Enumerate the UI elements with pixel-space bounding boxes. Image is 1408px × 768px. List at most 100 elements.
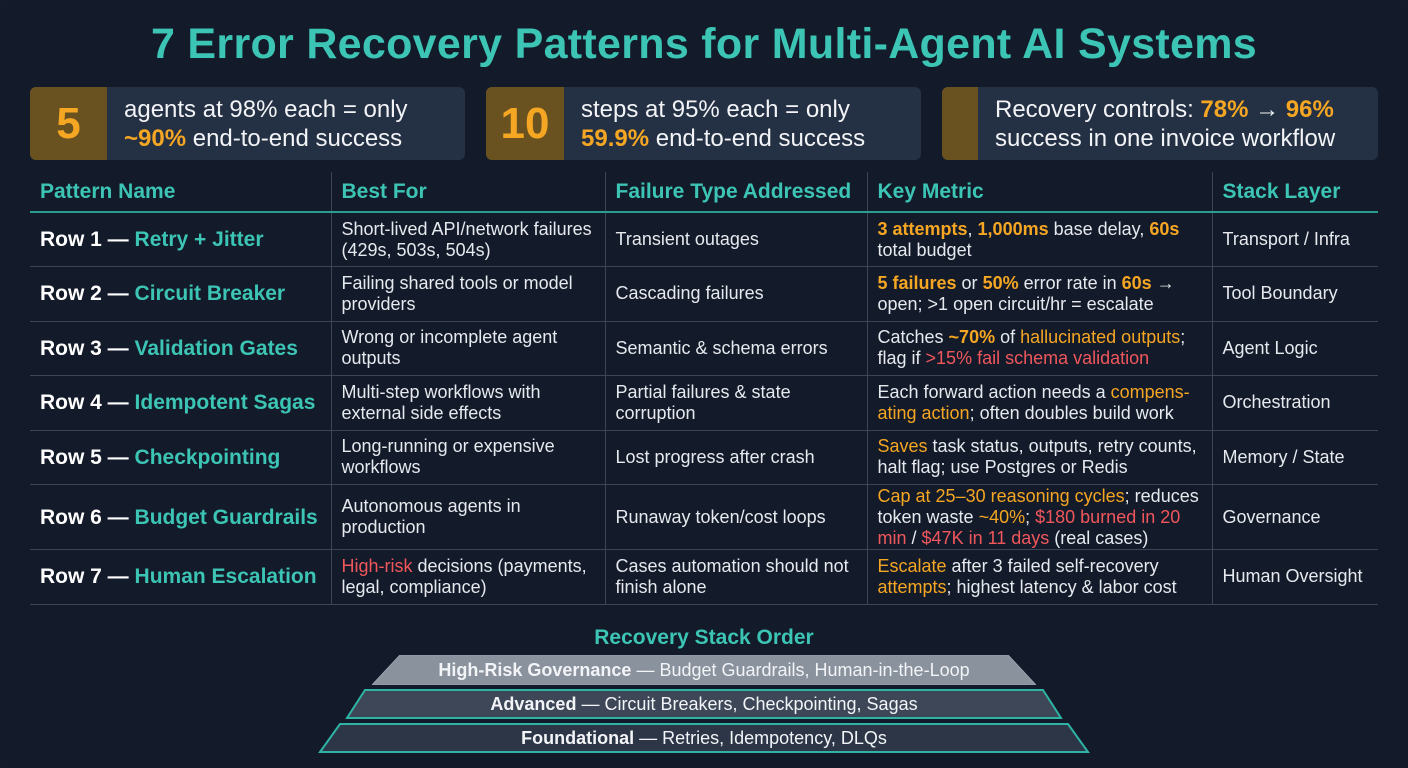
metric-segment: base delay, bbox=[1048, 218, 1150, 239]
best-for-text: Multi-step workflows with external side … bbox=[341, 381, 541, 423]
table-row: Row 5 — Checkpointing Long-running or exp… bbox=[30, 430, 1378, 485]
stack-layer-text: Governance bbox=[1222, 506, 1321, 527]
metric-segment: ; reduces token waste bbox=[877, 485, 1199, 527]
tier-name: Advanced bbox=[490, 693, 577, 714]
stack-layer-cell: Tool Boundary bbox=[1211, 266, 1378, 322]
key-metric-cell: Saves task status, outputs, retry counts… bbox=[866, 430, 1212, 485]
stat-text: steps at 95% each = only 59.9% end-to-en… bbox=[564, 95, 865, 153]
metric-segment: of bbox=[995, 327, 1021, 348]
stack-layer-cell: Transport / Infra bbox=[1211, 212, 1378, 267]
pattern-name: Circuit Breaker bbox=[134, 282, 286, 306]
stat-line-1: steps at 95% each = only bbox=[581, 95, 850, 123]
tier-detail: — Retries, Idempotency, DLQs bbox=[634, 727, 887, 748]
metric-segment: 25–30 reasoning cycles bbox=[935, 485, 1125, 506]
stack-tier-foundational: Foundational — Retries, Idempotency, DLQ… bbox=[318, 723, 1090, 753]
metric-segment: 1,000ms bbox=[977, 218, 1049, 239]
stat-highlight: 59.9% bbox=[581, 124, 650, 152]
pattern-name-cell: Row 7 — Human Escalation bbox=[30, 549, 331, 605]
metric-segment: $180 burned in 20 min bbox=[877, 506, 1181, 548]
stat-highlight: ~90% bbox=[124, 124, 187, 152]
page-title: 7 Error Recovery Patterns for Multi-Agen… bbox=[150, 20, 1258, 68]
metric-segment: 3 attempts bbox=[877, 218, 968, 239]
failure-type-cell: Semantic & schema errors bbox=[604, 321, 867, 376]
best-for-cell: High-risk decisions (payments, legal, co… bbox=[330, 549, 605, 605]
metric-segment: Escalate bbox=[877, 555, 947, 576]
stat-highlight-after: 96% bbox=[1285, 95, 1334, 123]
row-number: Row 3 — bbox=[40, 336, 129, 360]
best-for-cell: Long-running or expensive workflows bbox=[330, 430, 605, 485]
stat-line-1: Recovery controls: 78% → 96% bbox=[995, 95, 1335, 124]
best-for-cell: Wrong or incomplete agent outputs bbox=[330, 321, 605, 376]
failure-type-text: Semantic & schema errors bbox=[615, 337, 828, 358]
stack-tier-label: High-Risk Governance — Budget Guardrails… bbox=[438, 660, 969, 681]
stat-number: 10 bbox=[486, 87, 564, 160]
metric-segment: ; often doubles build work bbox=[969, 402, 1174, 423]
metric-segment: Cap at bbox=[877, 485, 936, 506]
failure-type-text: Cases automation should not finish alone bbox=[615, 555, 849, 597]
pattern-name-cell: Row 6 — Budget Guardrails bbox=[30, 484, 331, 550]
stat-text: Recovery controls: 78% → 96% success in … bbox=[978, 95, 1335, 153]
metric-segment: / bbox=[906, 527, 922, 548]
failure-type-cell: Cases automation should not finish alone bbox=[604, 549, 867, 605]
metric-segment: Each forward action needs a bbox=[877, 381, 1111, 402]
metric-segment: compens-ating action bbox=[877, 381, 1190, 423]
stat-card-recovery: Recovery controls: 78% → 96% success in … bbox=[942, 87, 1378, 160]
best-for-cell: Autonomous agents in production bbox=[330, 484, 605, 550]
tier-detail: — Circuit Breakers, Checkpointing, Sagas bbox=[576, 693, 918, 714]
pattern-name: Idempotent Sagas bbox=[134, 391, 316, 415]
key-metric-cell: Catches ~70% of hallucinated outputs; fl… bbox=[866, 321, 1212, 376]
stack-tier-label: Foundational — Retries, Idempotency, DLQ… bbox=[521, 728, 887, 749]
row-number: Row 1 — bbox=[40, 228, 129, 251]
stat-line-2: success in one invoice workflow bbox=[995, 124, 1336, 152]
stack-title: Recovery Stack Order bbox=[594, 626, 814, 649]
pattern-name-cell: Row 1 — Retry + Jitter bbox=[30, 212, 331, 267]
stack-layer-text: Agent Logic bbox=[1222, 337, 1318, 358]
pattern-name: Retry + Jitter bbox=[134, 228, 264, 251]
metric-segment: ; flag if bbox=[877, 327, 1186, 369]
metric-segment: >15% fail schema validation bbox=[925, 348, 1150, 369]
metric-segment: after 3 failed self-recovery bbox=[946, 555, 1159, 576]
metric-segment: total budget bbox=[877, 239, 972, 260]
stat-card-steps: 10 steps at 95% each = only 59.9% end-to… bbox=[486, 87, 921, 160]
stack-layer-text: Tool Boundary bbox=[1222, 283, 1338, 304]
stat-line-2: ~90% end-to-end success bbox=[124, 124, 408, 153]
metric-segment: (real cases) bbox=[1049, 527, 1149, 548]
failure-type-cell: Transient outages bbox=[604, 212, 867, 267]
failure-type-cell: Lost progress after crash bbox=[604, 430, 867, 485]
column-header: Key Metric bbox=[866, 172, 1212, 213]
best-for-text: Wrong or incomplete agent outputs bbox=[341, 327, 558, 369]
metric-segment: 50% bbox=[982, 272, 1019, 293]
metric-segment: 60s bbox=[1149, 218, 1180, 239]
stat-line-2: 59.9% end-to-end success bbox=[581, 124, 865, 153]
stack-layer-cell: Orchestration bbox=[1211, 375, 1378, 431]
metric-segment: ; bbox=[1025, 506, 1036, 527]
metric-segment: ~40% bbox=[978, 506, 1026, 527]
stack-layer-text: Memory / State bbox=[1222, 446, 1345, 467]
pattern-name: Checkpointing bbox=[134, 445, 281, 469]
stat-line-1-pre: Recovery controls: bbox=[995, 95, 1201, 123]
key-metric-cell: 3 attempts, 1,000ms base delay, 60s tota… bbox=[866, 212, 1212, 267]
stat-text: agents at 98% each = only ~90% end-to-en… bbox=[107, 95, 408, 153]
metric-segment: ~70% bbox=[948, 327, 996, 348]
best-for-cell: Failing shared tools or model providers bbox=[330, 266, 605, 322]
best-for-cell: Short-lived API/network failures (429s, … bbox=[330, 212, 605, 267]
failure-type-text: Cascading failures bbox=[615, 283, 764, 304]
column-header: Stack Layer bbox=[1211, 172, 1378, 213]
pattern-name: Human Escalation bbox=[134, 565, 317, 589]
stack-tier-governance: High-Risk Governance — Budget Guardrails… bbox=[372, 655, 1036, 685]
row-number: Row 5 — bbox=[40, 445, 129, 469]
stack-layer-text: Human Oversight bbox=[1222, 566, 1363, 587]
stat-accent-block bbox=[942, 87, 978, 160]
tier-name: High-Risk Governance bbox=[438, 659, 632, 680]
metric-segment: hallucinated outputs bbox=[1020, 327, 1181, 348]
metric-segment: Saves bbox=[877, 436, 928, 457]
row-number: Row 4 — bbox=[40, 391, 129, 415]
metric-segment: Catches bbox=[877, 327, 949, 348]
stat-line-2-rest: end-to-end success bbox=[649, 124, 866, 152]
pattern-name: Validation Gates bbox=[134, 336, 298, 360]
table-row: Row 4 — Idempotent Sagas Multi-step workf… bbox=[30, 375, 1378, 431]
metric-segment: ; highest latency & labor cost bbox=[946, 576, 1177, 597]
